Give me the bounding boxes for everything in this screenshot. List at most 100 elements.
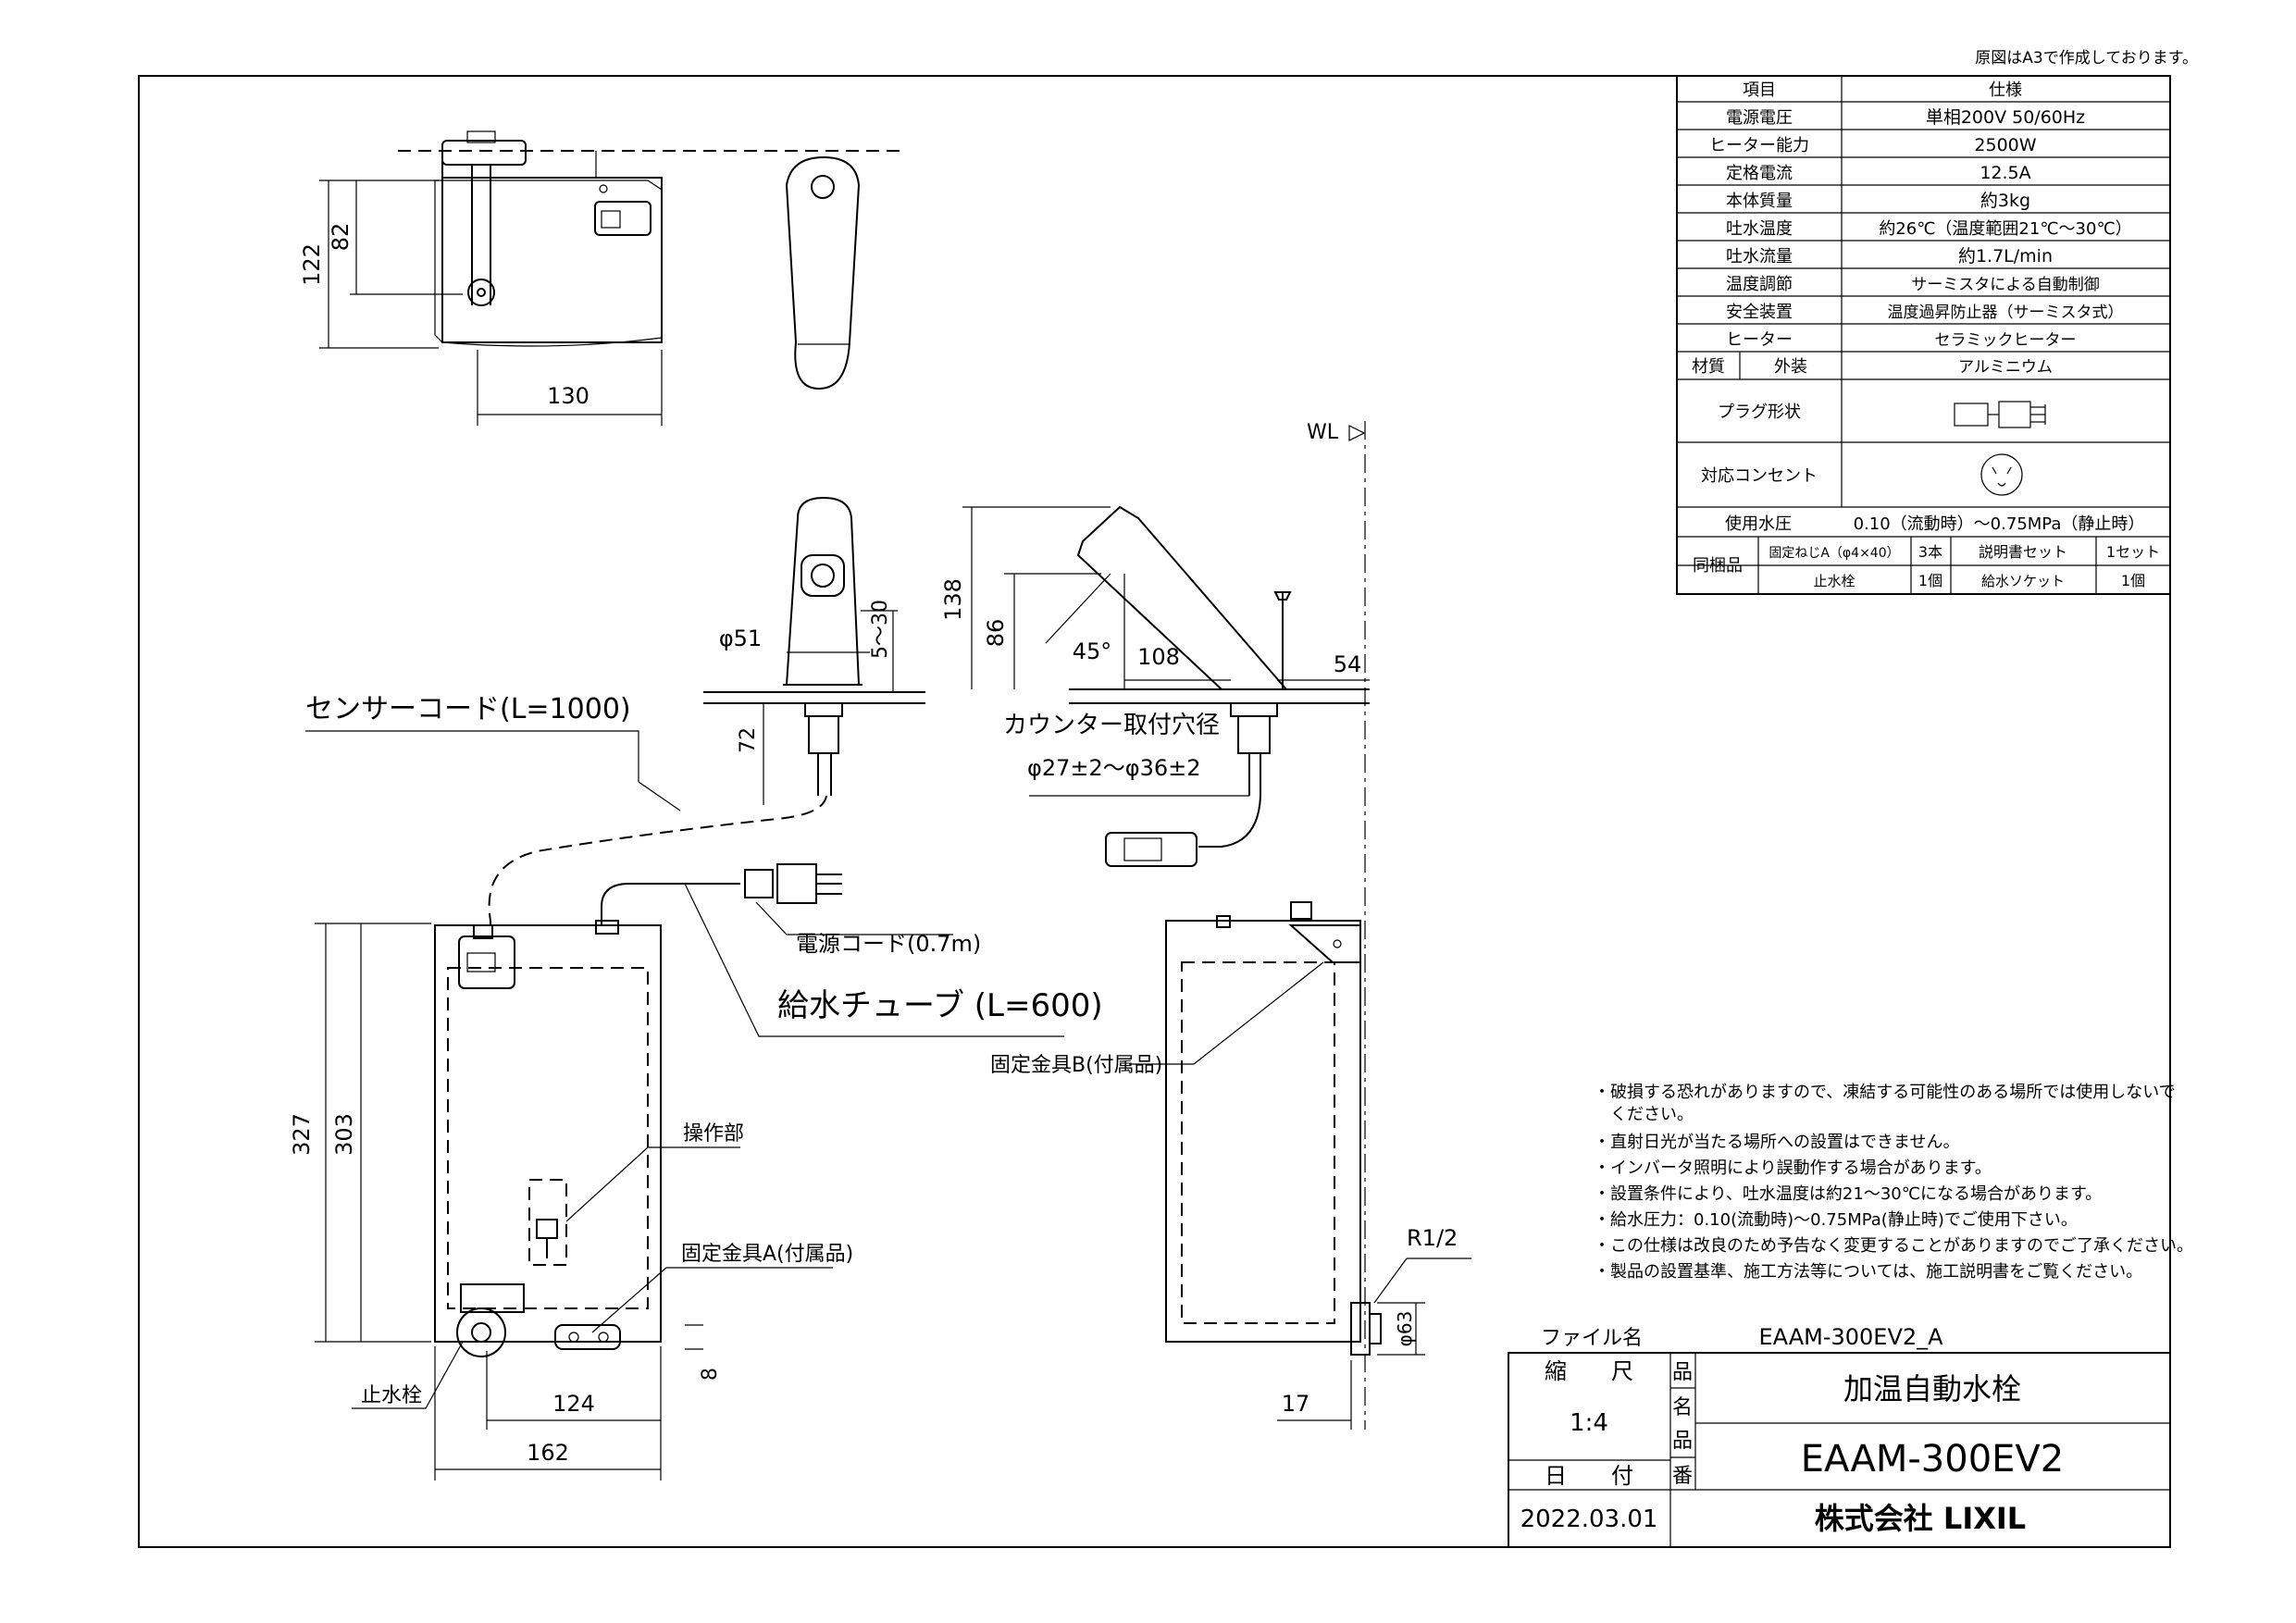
dims-body-side [1277, 1258, 1471, 1430]
spec-row-value: 約3kg [1980, 191, 2030, 211]
body-front-view [434, 920, 662, 1357]
note-line: ・給水圧力：0.10(流動時)～0.75MPa(静止時)でご使用下さい。 [1594, 1210, 2078, 1230]
dim-54: 54 [1334, 651, 1362, 677]
spec-plug-label: プラグ形状 [1718, 403, 1801, 422]
title-date-label: 日 付 [1545, 1463, 1633, 1489]
spec-rows: 電源電圧 単相200V 50/60Hz ヒーター能力 2500W 定格電流 12… [1709, 107, 2132, 350]
accessory-cell: 固定ねじA（φ4×40） [1769, 546, 1899, 561]
dims-top-view [319, 180, 663, 426]
dim-phi51: φ51 [719, 626, 762, 651]
dim-327: 327 [289, 1113, 315, 1156]
power-cord-leader [755, 901, 953, 935]
spec-row-value: 12.5A [1980, 163, 2030, 183]
spec-row-value: セラミックヒーター [1935, 331, 2077, 350]
spec-outlet-label: 対応コンセント [1701, 466, 1818, 486]
spec-pressure-value: 0.10（流動時）～0.75MPa（静止時） [1854, 514, 2145, 534]
dim-303: 303 [331, 1113, 357, 1156]
spout-top-view [785, 155, 861, 390]
label-bracket-a: 固定金具A(付属品) [681, 1243, 853, 1266]
label-sensor-cord: センサーコード(L=1000) [305, 693, 631, 725]
spec-row-value: 約26℃（温度範囲21℃～30℃） [1879, 219, 2131, 239]
note-line: ・直射日光が当たる場所への設置はできません。 [1594, 1133, 1959, 1152]
dim-162: 162 [527, 1440, 569, 1466]
note-line: ・この仕様は改良のため予告なく変更することがありますのでご了承ください。 [1594, 1236, 2193, 1256]
title-file-value: EAAM-300EV2_A [1758, 1324, 1943, 1350]
dim-82: 82 [328, 223, 354, 252]
title-number-label-1: 品 [1672, 1430, 1693, 1453]
accessory-cell: 1セット [2106, 543, 2160, 561]
dim-86: 86 [983, 619, 1009, 648]
sensor-cord-leader-line [305, 730, 639, 782]
stop-valve-leader [352, 1341, 464, 1409]
bracket-b-leader [1129, 961, 1324, 1065]
spec-row-label: 吐水流量 [1726, 247, 1793, 266]
spec-row-label: 吐水温度 [1726, 219, 1793, 239]
spec-row-value: 単相200V 50/60Hz [1926, 107, 2085, 128]
accessory-cell: 1個 [1918, 572, 1942, 589]
operation-leader [565, 1146, 740, 1222]
title-file-label: ファイル名 [1541, 1327, 1643, 1350]
dims-body-front [315, 923, 703, 1481]
company-name: 株式会社 LIXIL [1815, 1501, 2026, 1536]
sensor-cord [488, 795, 827, 925]
spec-pressure-label: 使用水圧 [1725, 514, 1792, 534]
label-power-cord: 電源コード(0.7m) [796, 931, 981, 957]
spec-material-value: アルミニウム [1958, 358, 2053, 377]
note-line: ・設置条件により、吐水温度は約21～30℃になる場合があります。 [1594, 1184, 2102, 1204]
title-name-value: 加温自動水栓 [1843, 1371, 2021, 1406]
dim-122: 122 [299, 243, 325, 286]
label-bracket-b: 固定金具B(付属品) [990, 1054, 1162, 1077]
spec-header-item: 項目 [1743, 81, 1776, 100]
outlet-icon [1980, 453, 2023, 496]
dim-138: 138 [940, 578, 966, 621]
supply-tube-leader [684, 883, 1064, 1037]
spec-row-label: 温度調節 [1726, 275, 1793, 294]
dim-130: 130 [547, 383, 590, 409]
label-supply-tube: 給水チューブ (L=600) [777, 987, 1103, 1024]
spec-row-label: ヒーター能力 [1709, 136, 1809, 155]
note-line: ・破損する恐れがありますので、凍結する可能性のある場所では使用しないで [1594, 1083, 2176, 1102]
title-number-value: EAAM-300EV2 [1801, 1438, 2065, 1481]
dims-faucet-front [740, 610, 898, 805]
accessory-cell: 3本 [1918, 543, 1942, 561]
spec-row-label: 定格電流 [1726, 164, 1793, 183]
drawing-frame [138, 75, 2171, 1548]
note-line: ・インバータ照明により誤動作する場合があります。 [1594, 1158, 1992, 1178]
title-name-label-1: 品 [1672, 1361, 1693, 1384]
spec-accessories-label: 同梱品 [1693, 556, 1743, 576]
dim-phi63: φ63 [1394, 1311, 1416, 1347]
label-r-thread: R1/2 [1407, 1225, 1458, 1251]
accessory-cell: 説明書セット [1979, 543, 2067, 561]
accessory-cell: 止水栓 [1813, 573, 1855, 589]
title-number-label-2: 番 [1672, 1465, 1693, 1488]
label-operation: 操作部 [683, 1122, 744, 1146]
faucet-side-view [1069, 505, 1370, 867]
spec-table [1676, 75, 2171, 595]
spec-material-label: 材質 [1692, 357, 1725, 377]
title-date-value: 2022.03.01 [1520, 1505, 1658, 1533]
spec-row-label: 安全装置 [1726, 303, 1793, 322]
label-stop-valve: 止水栓 [361, 1384, 422, 1407]
header-note: 原図はA3で作成しております。 [1975, 49, 2198, 68]
dim-45: 45° [1073, 638, 1112, 664]
spec-row-label: 本体質量 [1726, 192, 1793, 211]
spec-row-label: 電源電圧 [1726, 108, 1793, 128]
faucet-front-view [703, 496, 925, 796]
spec-row-value: 2500W [1974, 135, 2036, 155]
note-line: ・製品の設置基準、施工方法等については、施工説明書をご覧ください。 [1594, 1262, 2142, 1282]
title-scale-value: 1:4 [1570, 1409, 1608, 1437]
sensor-cord-leader [638, 781, 681, 812]
accessory-cell: 給水ソケット [1981, 573, 2065, 589]
accessory-cell: 1個 [2121, 572, 2145, 589]
body-side-view [1165, 901, 1382, 1356]
label-wl: WL [1307, 421, 1339, 444]
label-counter-hole: カウンター取付穴径 [1003, 712, 1220, 739]
spec-row-label: ヒーター [1726, 330, 1793, 350]
title-name-label-2: 名 [1672, 1396, 1693, 1419]
notes: ・破損する恐れがありますので、凍結する可能性のある場所では使用しないで ください… [1594, 1083, 2193, 1282]
dim-124: 124 [552, 1391, 595, 1417]
bracket-a-leader [591, 1267, 833, 1333]
dim-108: 108 [1137, 644, 1180, 670]
spec-row-value: 温度過昇防止器（サーミスタ式） [1888, 304, 2124, 322]
